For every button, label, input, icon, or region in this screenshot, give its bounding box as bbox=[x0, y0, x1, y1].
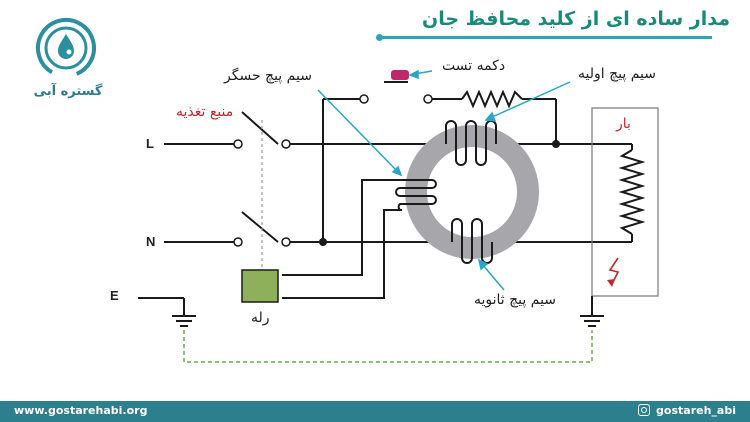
line-l-label: L bbox=[146, 136, 154, 151]
footer: www.gostarehabi.org gostareh_abi bbox=[0, 401, 750, 422]
title-underline-dot bbox=[376, 34, 383, 41]
secondary-coil-label: سیم پیچ ثانویه bbox=[474, 292, 557, 308]
power-source-label: منبع تغذیه bbox=[176, 104, 234, 120]
brand-name: گستره آبی bbox=[33, 84, 103, 99]
ground-left bbox=[138, 297, 196, 327]
line-e-label: E bbox=[110, 288, 119, 303]
load-resistor bbox=[618, 149, 646, 235]
brand-logo bbox=[36, 17, 96, 78]
ground-right bbox=[580, 296, 604, 327]
instagram-icon bbox=[638, 404, 651, 416]
title-underline bbox=[382, 36, 712, 39]
sensing-coil bbox=[395, 179, 437, 211]
load-label: بار bbox=[616, 116, 631, 132]
switch-n-blade bbox=[241, 211, 279, 243]
website-link[interactable]: www.gostarehabi.org bbox=[14, 404, 148, 417]
relay bbox=[241, 269, 279, 303]
primary-coil bbox=[445, 120, 497, 166]
lightning-icon bbox=[608, 257, 620, 285]
line-n-label: N bbox=[146, 234, 156, 249]
ground-connection bbox=[183, 330, 593, 363]
relay-label: رله bbox=[251, 310, 270, 326]
test-resistor bbox=[461, 89, 523, 109]
load-box bbox=[591, 107, 659, 297]
page-title: مدار ساده ای از کلید محافظ جان bbox=[422, 8, 730, 30]
switch-l-blade bbox=[241, 111, 279, 145]
sensing-coil-label: سیم پیچ حسگر bbox=[224, 68, 312, 84]
test-button-label: دکمه تست bbox=[442, 58, 506, 74]
test-button[interactable] bbox=[391, 70, 409, 80]
primary-coil-label: سیم پیچ اولیه bbox=[578, 66, 656, 82]
instagram-handle-text: gostareh_abi bbox=[656, 404, 736, 417]
instagram-handle[interactable]: gostareh_abi bbox=[638, 404, 736, 417]
